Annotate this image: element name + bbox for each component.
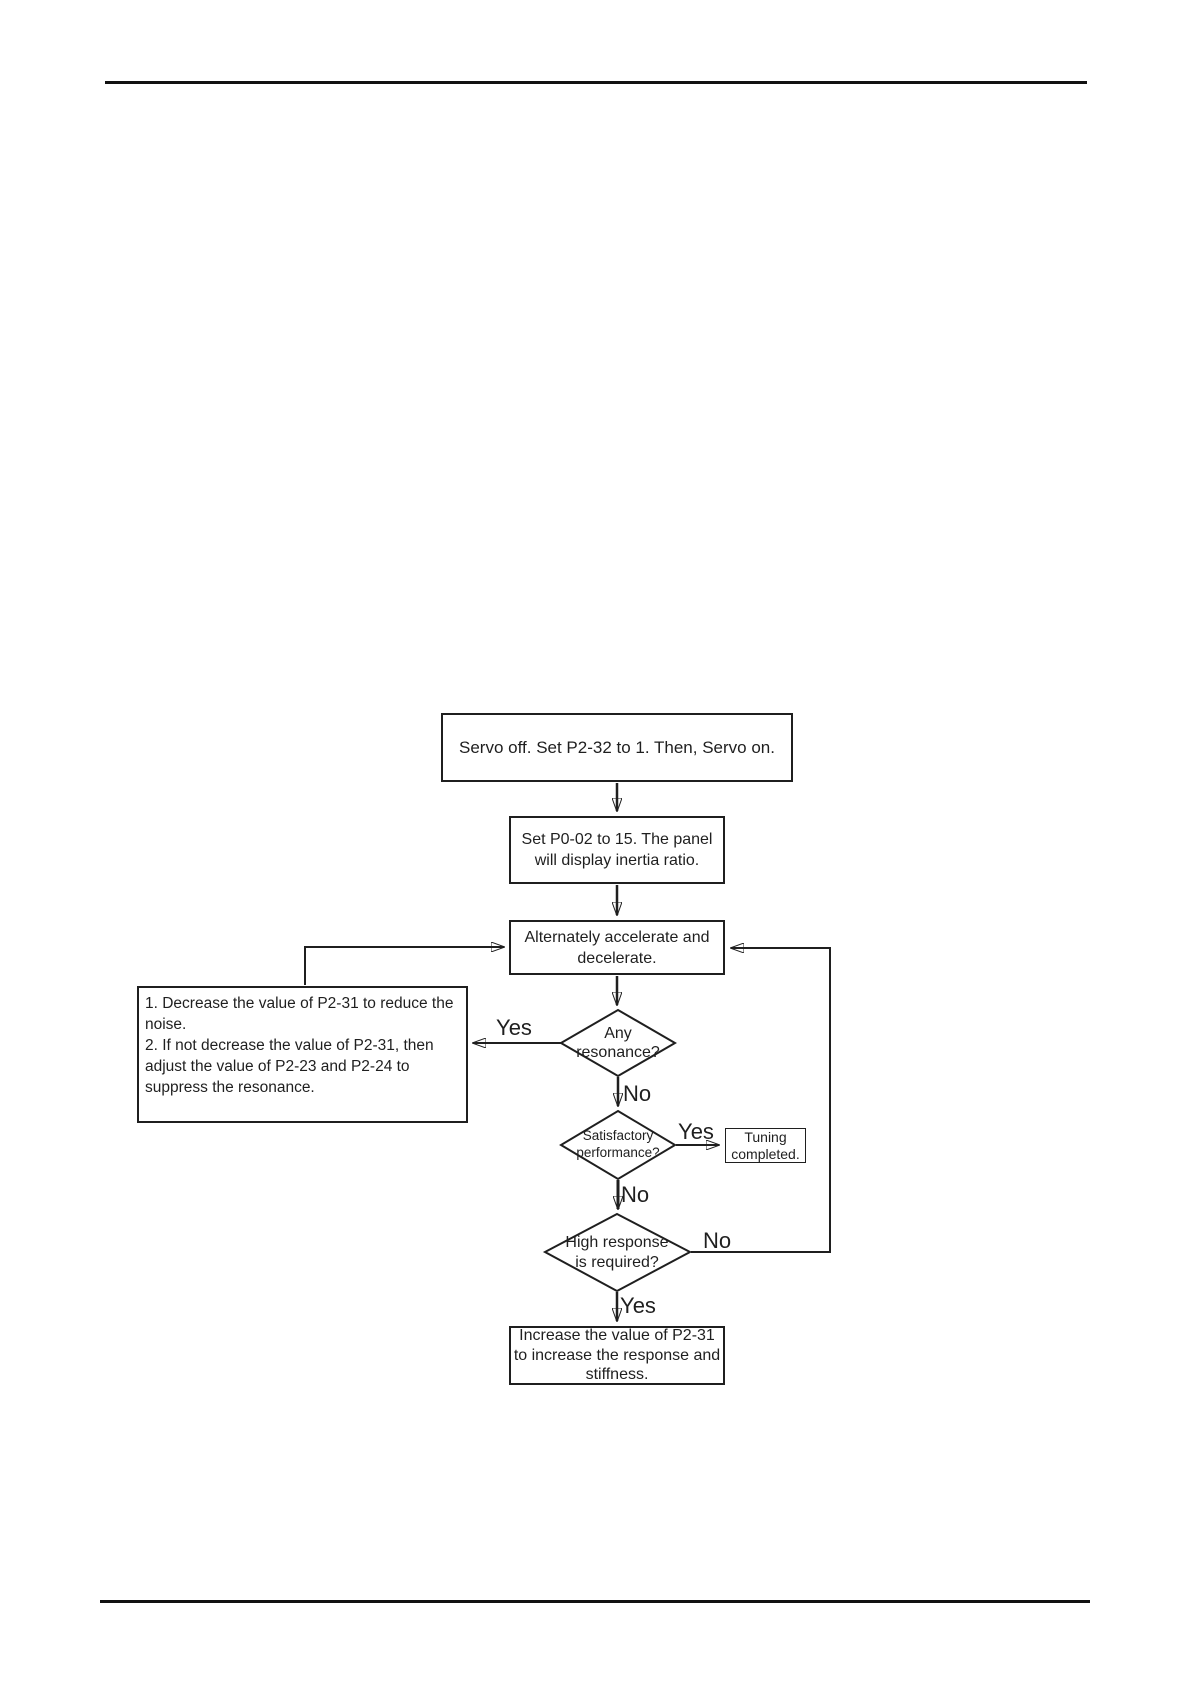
branch-label-satisfactory-no: No xyxy=(620,1182,650,1207)
branch-label-high-response-yes: Yes xyxy=(620,1293,656,1318)
node-increase-p231-text: Increase the value of P2-31 to increase … xyxy=(513,1327,721,1384)
node-servo-off-text: Servo off. Set P2-32 to 1. Then, Servo o… xyxy=(459,737,775,757)
decision-satisfactory-label: Satisfactory performance? xyxy=(576,1128,660,1160)
decision-any-resonance-label: Any resonance? xyxy=(576,1025,660,1061)
node-tuning-completed: Tuning completed. xyxy=(725,1128,806,1163)
node-accelerate-decelerate: Alternately accelerate and decelerate. xyxy=(509,920,725,975)
branch-label-resonance-no: No xyxy=(622,1081,652,1106)
node-increase-p231: Increase the value of P2-31 to increase … xyxy=(509,1326,725,1385)
branch-label-high-response-no: No xyxy=(702,1228,732,1253)
node-decrease-p231: 1. Decrease the value of P2-31 to reduce… xyxy=(137,986,468,1123)
header-rule xyxy=(105,81,1087,84)
connector-highresponse-no-return xyxy=(691,948,831,1253)
branch-label-resonance-yes: Yes xyxy=(496,1015,532,1040)
node-set-p002-text: Set P0-02 to 15. The panel will display … xyxy=(521,831,713,869)
node-accelerate-decelerate-text: Alternately accelerate and decelerate. xyxy=(524,928,710,967)
connector-decrease-return xyxy=(304,947,504,985)
node-tuning-completed-text: Tuning completed. xyxy=(731,1128,800,1162)
node-servo-off: Servo off. Set P2-32 to 1. Then, Servo o… xyxy=(441,713,793,782)
node-set-p002: Set P0-02 to 15. The panel will display … xyxy=(509,816,725,884)
decision-high-response-label: High response is required? xyxy=(565,1234,669,1271)
branch-label-satisfactory-yes: Yes xyxy=(678,1119,714,1144)
node-decrease-p231-text: 1. Decrease the value of P2-31 to reduce… xyxy=(145,995,454,1096)
footer-rule xyxy=(100,1600,1090,1603)
